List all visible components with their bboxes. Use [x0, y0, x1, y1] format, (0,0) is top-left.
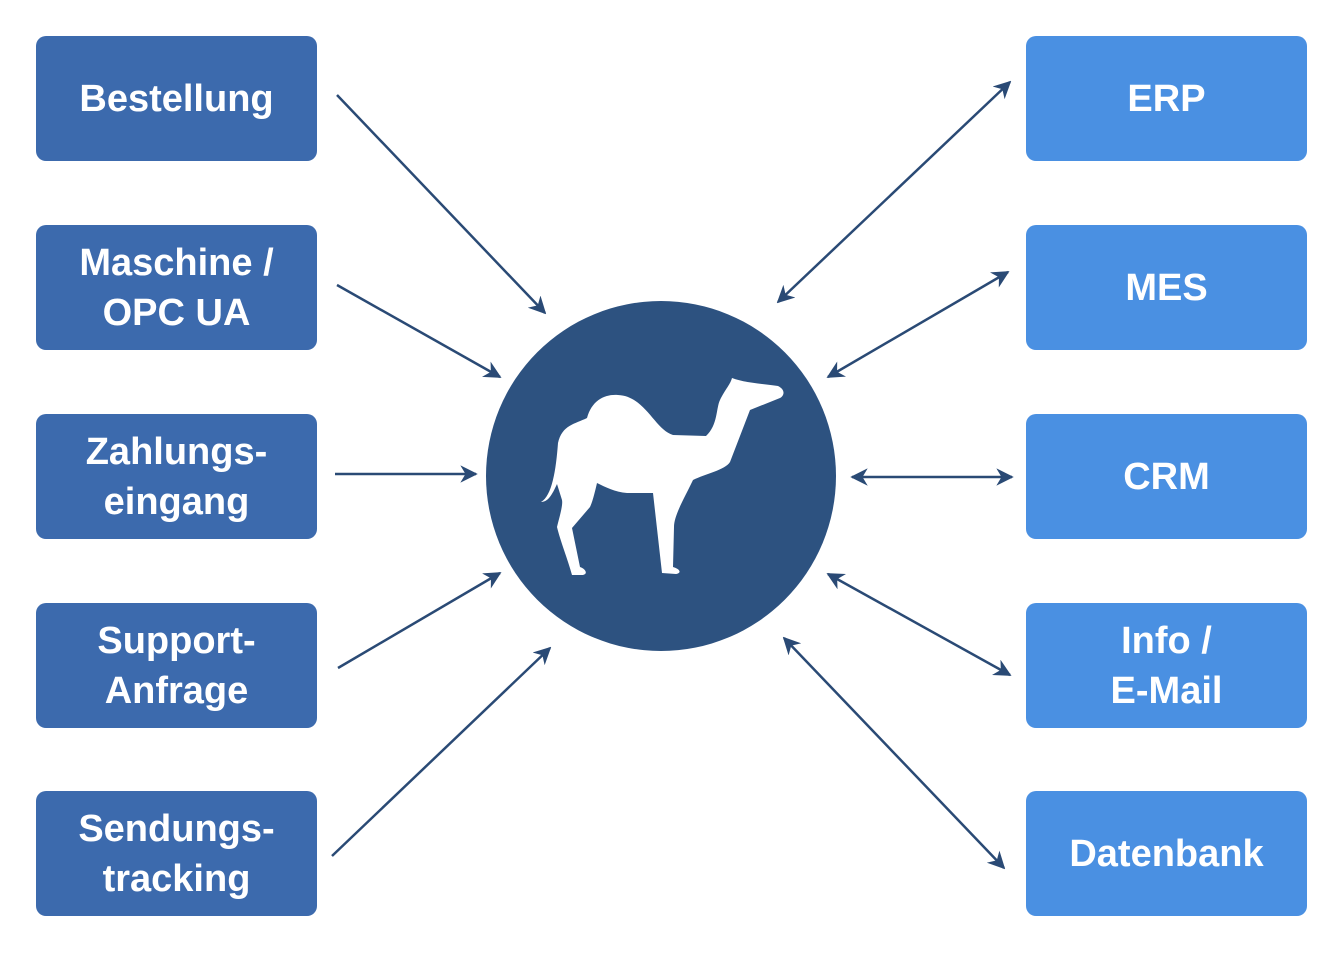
camel-icon	[541, 378, 784, 575]
input-box-maschine: Maschine / OPC UA	[36, 225, 317, 350]
input-box-bestellung: Bestellung	[36, 36, 317, 161]
system-box-mes: MES	[1026, 225, 1307, 350]
arrow-support	[337, 571, 502, 670]
arrow-maschine	[336, 283, 502, 379]
input-box-support: Support- Anfrage	[36, 603, 317, 728]
arrow-sendung	[331, 646, 552, 857]
arrow-info	[826, 572, 1012, 677]
arrow-datenbank	[782, 636, 1006, 870]
arrow-mes	[826, 270, 1010, 379]
input-box-sendungstracking: Sendungs- tracking	[36, 791, 317, 916]
input-box-zahlungseingang: Zahlungs- eingang	[36, 414, 317, 539]
system-box-info-email: Info / E-Mail	[1026, 603, 1307, 728]
system-box-erp: ERP	[1026, 36, 1307, 161]
system-box-datenbank: Datenbank	[1026, 791, 1307, 916]
system-box-crm: CRM	[1026, 414, 1307, 539]
arrow-bestellung	[336, 94, 547, 315]
arrow-erp	[776, 80, 1012, 304]
